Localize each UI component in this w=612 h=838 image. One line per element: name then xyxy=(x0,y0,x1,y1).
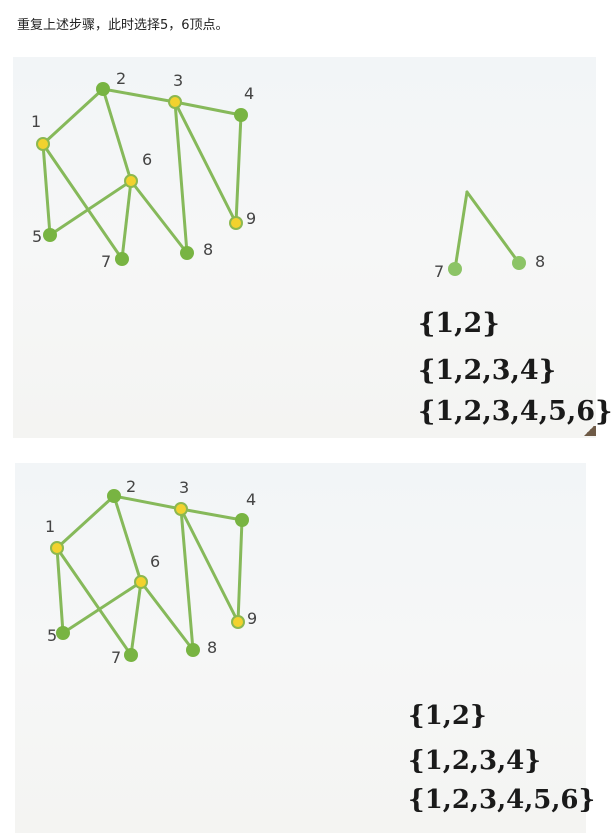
edge-6-8 xyxy=(139,580,195,652)
node-8 xyxy=(186,643,200,657)
subgraph-label-8: 8 xyxy=(535,252,545,271)
node-label-4: 4 xyxy=(246,490,256,509)
node-label-7: 7 xyxy=(111,648,121,667)
node-5 xyxy=(43,228,57,242)
graph-figure-2: 1 2 3 4 5 6 7 8 9 {1,2} {1,2,3,4} {1,2,3… xyxy=(15,463,595,833)
graph-figure-1: 1 2 3 4 5 6 7 8 9 7 8 {1,2} {1,2,3,4} {1… xyxy=(13,57,612,438)
edge-3-8 xyxy=(179,507,195,652)
subgraph-edge-peak-8 xyxy=(465,190,521,265)
node-3 xyxy=(174,502,188,516)
node-6 xyxy=(124,174,138,188)
set-line-2: {1,2,3,4} xyxy=(408,746,541,776)
intro-text: 重复上述步骤，此时选择5，6顶点。 xyxy=(17,18,229,33)
set-line-1: {1,2} xyxy=(418,308,500,339)
edge-6-7 xyxy=(120,179,133,261)
graph-diagram-1: 1 2 3 4 5 6 7 8 9 7 8 xyxy=(31,69,545,281)
edge-4-9 xyxy=(236,518,244,624)
node-2 xyxy=(96,82,110,96)
edge-6-5 xyxy=(48,179,133,237)
node-label-5: 5 xyxy=(47,626,57,645)
node-label-8: 8 xyxy=(207,638,217,657)
subgraph-label-7: 7 xyxy=(434,262,444,281)
edge-1-2 xyxy=(41,87,105,146)
node-label-1: 1 xyxy=(45,517,55,536)
edge-2-3 xyxy=(101,87,177,104)
edge-4-9 xyxy=(234,113,243,225)
edge-1-5 xyxy=(55,546,65,635)
edge-2-3 xyxy=(112,494,183,511)
node-label-2: 2 xyxy=(116,69,126,88)
subgraph-node-7 xyxy=(448,262,462,276)
edge-6-8 xyxy=(129,179,189,255)
node-7 xyxy=(115,252,129,266)
edge-1-5 xyxy=(41,142,52,237)
corner-mark xyxy=(582,426,596,436)
node-label-8: 8 xyxy=(203,240,213,259)
node-1 xyxy=(50,541,64,555)
subgraph-edge-7-peak xyxy=(453,190,469,271)
node-4 xyxy=(234,108,248,122)
edge-1-7 xyxy=(55,546,133,657)
node-label-4: 4 xyxy=(244,84,254,103)
node-label-1: 1 xyxy=(31,112,41,131)
edge-1-7 xyxy=(41,142,124,261)
graph-diagram-2: 1 2 3 4 5 6 7 8 9 xyxy=(45,477,257,667)
node-label-9: 9 xyxy=(247,609,257,628)
node-label-9: 9 xyxy=(246,209,256,228)
node-label-6: 6 xyxy=(142,150,152,169)
node-9 xyxy=(229,216,243,230)
edge-3-8 xyxy=(173,100,189,255)
set-line-3: {1,2,3,4,5,6} xyxy=(408,785,596,815)
node-label-6: 6 xyxy=(150,552,160,571)
edge-3-9 xyxy=(179,507,240,624)
node-6 xyxy=(134,575,148,589)
node-5 xyxy=(56,626,70,640)
edge-3-4 xyxy=(179,507,244,522)
node-7 xyxy=(124,648,138,662)
node-label-5: 5 xyxy=(32,227,42,246)
node-label-3: 3 xyxy=(179,478,189,497)
set-line-2: {1,2,3,4} xyxy=(418,355,557,386)
edge-1-2 xyxy=(55,494,116,550)
edge-3-4 xyxy=(173,100,243,117)
node-4 xyxy=(235,513,249,527)
edge-3-9 xyxy=(173,100,238,225)
node-3 xyxy=(168,95,182,109)
node-9 xyxy=(231,615,245,629)
set-line-1: {1,2} xyxy=(408,701,487,731)
node-label-2: 2 xyxy=(126,477,136,496)
node-1 xyxy=(36,137,50,151)
node-2 xyxy=(107,489,121,503)
set-line-3: {1,2,3,4,5,6} xyxy=(418,396,612,427)
edge-2-6 xyxy=(112,494,143,584)
edge-6-7 xyxy=(129,580,143,657)
node-label-3: 3 xyxy=(173,71,183,90)
edge-2-6 xyxy=(101,87,133,183)
node-label-7: 7 xyxy=(101,252,111,271)
edge-6-5 xyxy=(61,580,143,635)
node-8 xyxy=(180,246,194,260)
subgraph-node-8 xyxy=(512,256,526,270)
